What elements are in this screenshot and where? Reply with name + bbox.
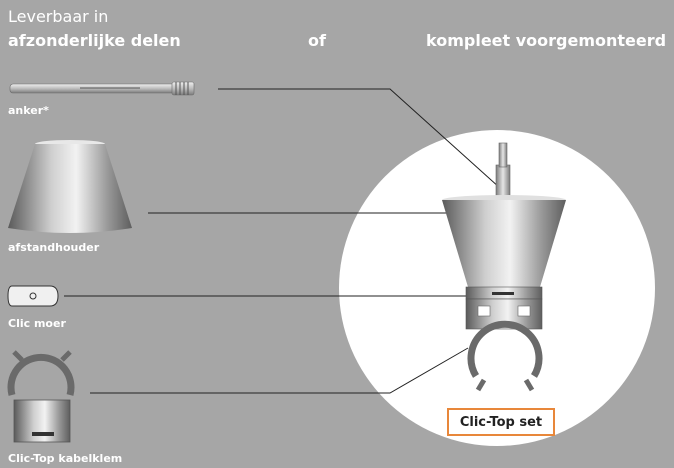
clamp-image — [7, 350, 75, 443]
nut-label: Clic moer — [8, 317, 66, 330]
spacer-image — [8, 140, 132, 233]
heading-or: of — [308, 31, 326, 50]
nut-image — [7, 285, 59, 307]
anchor-image — [9, 81, 195, 96]
leader-lines — [64, 88, 501, 394]
spacer-label: afstandhouder — [8, 241, 100, 254]
heading-separate-parts: afzonderlijke delen — [8, 31, 181, 50]
heading-preassembled: kompleet voorgemonteerd — [426, 31, 667, 50]
clamp-label: Clic-Top kabelklem — [8, 452, 123, 465]
intro-text: Leverbaar in — [8, 7, 109, 26]
assembly-label: Clic-Top set — [447, 408, 555, 436]
anchor-label: anker* — [8, 104, 49, 117]
assembly-image — [442, 142, 566, 392]
